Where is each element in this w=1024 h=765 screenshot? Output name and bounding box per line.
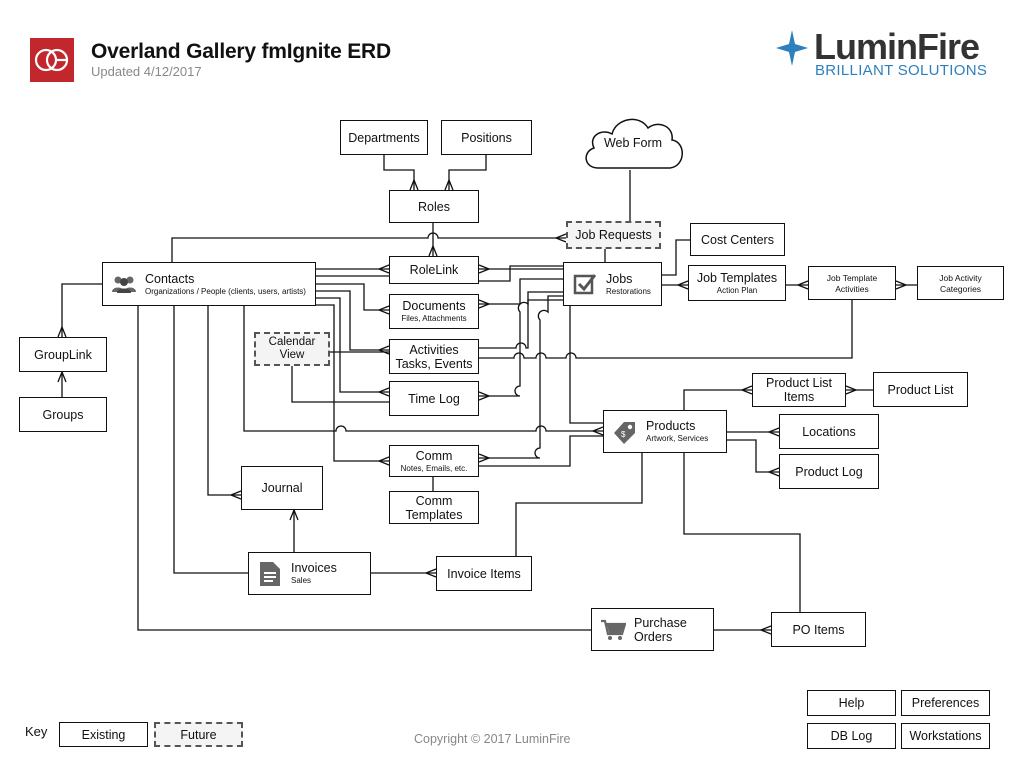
time-log-label: Time Log [408, 391, 460, 406]
db-log-button[interactable]: DB Log [807, 723, 896, 749]
groups-entity[interactable]: Groups [19, 397, 107, 432]
purchase-orders-entity[interactable]: Purchase Orders [591, 608, 714, 651]
purchase-orders-label: Purchase [634, 615, 687, 630]
job-activity-categories-label-2: Categories [939, 284, 982, 294]
page-subtitle: Updated 4/12/2017 [91, 64, 202, 79]
contacts-label: Contacts [145, 271, 195, 286]
activities-sublabel: Tasks, Events [395, 356, 473, 371]
comm-sublabel: Notes, Emails, etc. [400, 463, 468, 473]
activities-entity[interactable]: Activities Tasks, Events [389, 339, 479, 374]
web-form-entity[interactable]: Web Form [578, 108, 688, 176]
cloud-icon [585, 118, 683, 169]
product-log-entity[interactable]: Product Log [779, 454, 879, 489]
po-items-entity[interactable]: PO Items [771, 612, 866, 647]
journal-label: Journal [261, 481, 303, 495]
cost-centers-entity[interactable]: Cost Centers [690, 223, 785, 256]
invoices-sublabel: Sales [291, 576, 312, 585]
cart-icon [600, 617, 626, 643]
job-activity-categories-label: Job Activity [939, 273, 982, 283]
copyright: Copyright © 2017 LuminFire [414, 732, 571, 746]
help-button[interactable]: Help [807, 690, 896, 716]
product-log-label: Product Log [795, 464, 863, 479]
calendar-view-entity[interactable]: Calendar View [254, 332, 330, 366]
grouplink-entity[interactable]: GroupLink [19, 337, 107, 372]
job-template-activities-label-2: Activities [835, 284, 869, 294]
roles-entity[interactable]: Roles [389, 190, 479, 223]
invoices-label: Invoices [291, 561, 337, 575]
activities-label: Activities [409, 342, 459, 357]
product-list-items-entity[interactable]: Product List Items [752, 373, 846, 407]
comm-templates-label-2: Templates [405, 507, 463, 522]
key-existing-label: Existing [81, 727, 126, 742]
luminfire-star-icon [774, 28, 810, 73]
locations-label: Locations [802, 424, 856, 439]
job-templates-sublabel: Action Plan [716, 285, 758, 295]
comm-templates-entity[interactable]: Comm Templates [389, 491, 479, 524]
groups-label: Groups [42, 407, 84, 422]
positions-label: Positions [461, 130, 512, 145]
people-icon [111, 271, 137, 297]
positions-entity[interactable]: Positions [441, 120, 532, 155]
checkbox-icon [572, 271, 598, 297]
preferences-button[interactable]: Preferences [901, 690, 990, 716]
jobs-label: Jobs [606, 271, 633, 286]
jobs-sublabel: Restorations [606, 286, 651, 296]
rolelink-label: RoleLink [409, 263, 459, 277]
job-requests-label: Job Requests [575, 228, 652, 242]
job-templates-entity[interactable]: Job Templates Action Plan [688, 265, 786, 301]
rolelink-entity[interactable]: RoleLink [389, 256, 479, 284]
invoices-entity[interactable]: Invoices Sales [248, 552, 371, 595]
products-label: Products [646, 419, 696, 433]
tag-icon: $ [612, 419, 638, 445]
documents-sublabel: Files, Attachments [401, 314, 467, 323]
products-entity[interactable]: $ Products Artwork, Services [603, 410, 727, 453]
product-list-label: Product List [887, 382, 954, 397]
contacts-sublabel: Organizations / People (clients, users, … [145, 286, 306, 296]
jobs-entity[interactable]: Jobs Restorations [563, 262, 662, 306]
locations-entity[interactable]: Locations [779, 414, 879, 449]
comm-entity[interactable]: Comm Notes, Emails, etc. [389, 445, 479, 477]
cost-centers-label: Cost Centers [701, 232, 774, 247]
job-requests-entity[interactable]: Job Requests [566, 221, 661, 249]
invoice-items-entity[interactable]: Invoice Items [436, 556, 532, 591]
grouplink-label: GroupLink [34, 347, 92, 362]
departments-label: Departments [348, 130, 420, 145]
time-log-entity[interactable]: Time Log [389, 381, 479, 416]
documents-label: Documents [402, 299, 466, 313]
products-sublabel: Artwork, Services [646, 434, 709, 443]
purchase-orders-label-2: Orders [634, 629, 673, 644]
key-future: Future [154, 722, 243, 747]
product-list-entity[interactable]: Product List [873, 372, 968, 407]
document-icon [257, 561, 283, 587]
job-templates-label: Job Templates [696, 270, 778, 285]
job-template-activities-entity[interactable]: Job Template Activities [808, 266, 896, 300]
web-form-label: Web Form [603, 136, 663, 150]
documents-entity[interactable]: Documents Files, Attachments [389, 294, 479, 329]
job-template-activities-label: Job Template [826, 273, 878, 283]
comm-templates-label: Comm [415, 493, 453, 508]
page-title: Overland Gallery fmIgnite ERD [91, 40, 391, 63]
po-items-label: PO Items [792, 622, 845, 637]
calendar-view-label-2: View [279, 349, 305, 361]
luminfire-brand-name: LuminFire [814, 26, 980, 67]
contacts-entity[interactable]: Contacts Organizations / People (clients… [102, 262, 316, 306]
roles-label: Roles [418, 199, 450, 214]
departments-entity[interactable]: Departments [340, 120, 428, 155]
journal-entity[interactable]: Journal [241, 466, 323, 510]
invoice-items-label: Invoice Items [447, 566, 521, 581]
calendar-view-label: Calendar [268, 336, 316, 348]
product-list-items-label: Product List [765, 376, 832, 390]
key-existing: Existing [59, 722, 148, 747]
key-label: Key [25, 724, 48, 739]
overland-gallery-logo [30, 38, 74, 82]
svg-text:$: $ [621, 430, 626, 439]
key-future-label: Future [180, 727, 217, 742]
workstations-button[interactable]: Workstations [901, 723, 990, 749]
luminfire-tagline: BRILLIANT SOLUTIONS [815, 62, 988, 79]
job-activity-categories-entity[interactable]: Job Activity Categories [917, 266, 1004, 300]
product-list-items-label-2: Items [783, 390, 815, 404]
comm-label: Comm [415, 448, 453, 463]
